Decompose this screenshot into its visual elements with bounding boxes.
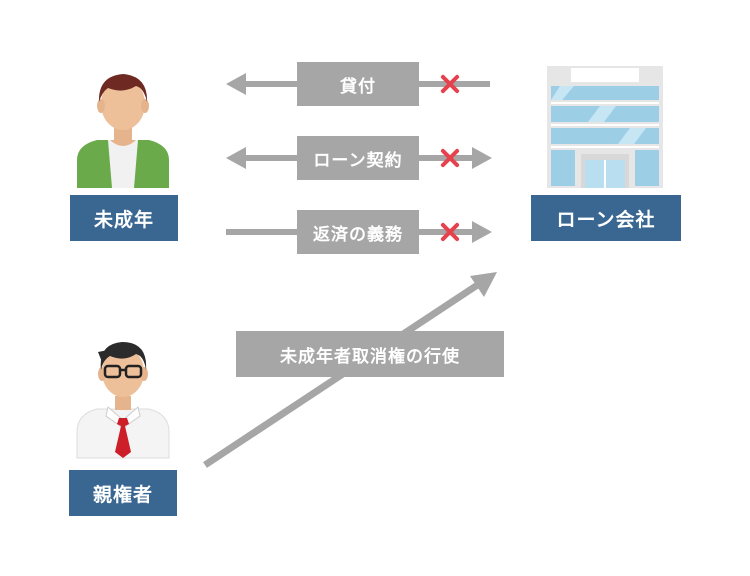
repayment-duty-label: 返済の義務 [297,210,419,254]
lending-label: 貸付 [297,62,419,106]
loan-contract-label: ローン契約 [297,136,419,180]
office-building-icon [547,66,663,188]
loan-company-label: ローン会社 [531,195,681,241]
young-person-icon [77,74,169,188]
minor-label: 未成年 [70,195,178,241]
businessman-with-glasses-icon [76,342,170,459]
cancellation-label: 未成年者取消権の行使 [236,331,504,377]
guardian-label: 親権者 [69,470,177,516]
red-x-icon [439,147,461,169]
red-x-icon [439,221,461,243]
red-x-icon [439,73,461,95]
